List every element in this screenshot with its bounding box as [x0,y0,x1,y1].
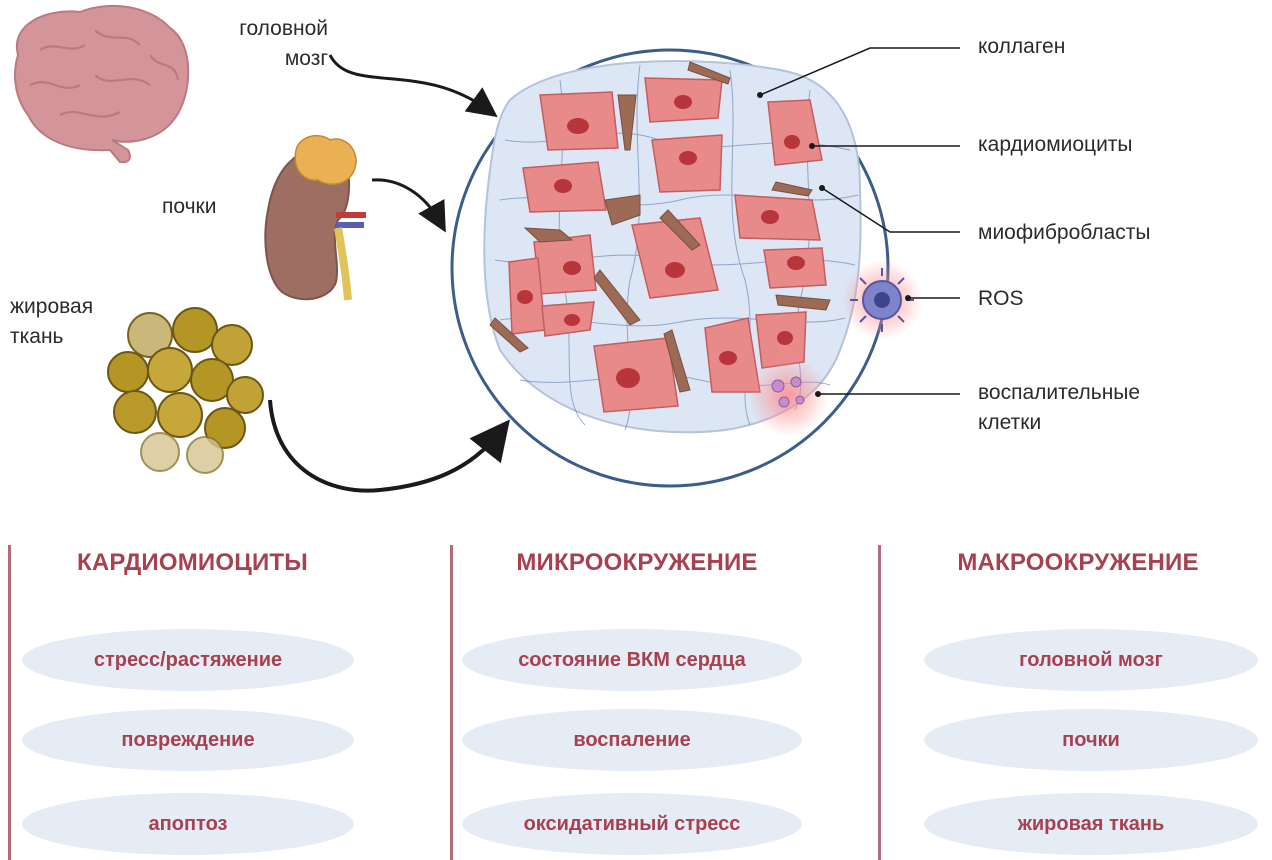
label-brain: головной мозг [198,14,328,74]
label-adipose: жировая ткань [10,292,120,352]
label-inflammatory-cells: воспалительные клетки [978,378,1148,438]
myocardium-tissue [452,50,922,486]
brain-icon [15,6,188,162]
factor-pill: апоптоз [22,793,354,855]
label-myofibroblasts: миофибробласты [978,218,1150,248]
column-title: КАРДИОМИОЦИТЫ [22,549,363,577]
arrow-kidney-to-tissue [372,180,440,222]
adipose-tissue-icon [108,308,263,473]
factor-pill: головной мозг [924,629,1258,691]
column-macroenvironment: МАКРООКРУЖЕНИЕ головной мозг почки жиров… [878,545,1264,860]
factor-pill: стресс/растяжение [22,629,354,691]
column-title: МАКРООКРУЖЕНИЕ [892,549,1264,577]
factor-pill: состояние ВКМ сердца [462,629,802,691]
factor-pill: почки [924,709,1258,771]
label-kidney: почки [162,192,216,222]
column-title: МИКРООКРУЖЕНИЕ [464,549,810,577]
label-ros: ROS [978,284,1024,314]
factor-pill: повреждение [22,709,354,771]
column-cardiomyocytes: КАРДИОМИОЦИТЫ стресс/растяжение поврежде… [8,545,363,860]
arrow-brain-to-tissue [330,55,488,110]
kidney-icon [265,136,366,300]
arrow-fat-to-tissue [270,400,500,491]
factor-pill: оксидативный стресс [462,793,802,855]
column-divider [8,545,11,860]
column-divider [450,545,453,860]
label-collagen: коллаген [978,32,1065,62]
column-divider [878,545,881,860]
factor-pill: жировая ткань [924,793,1258,855]
label-cardiomyocytes: кардиомиоциты [978,130,1133,160]
factor-pill: воспаление [462,709,802,771]
column-microenvironment: МИКРООКРУЖЕНИЕ состояние ВКМ сердца восп… [450,545,810,860]
